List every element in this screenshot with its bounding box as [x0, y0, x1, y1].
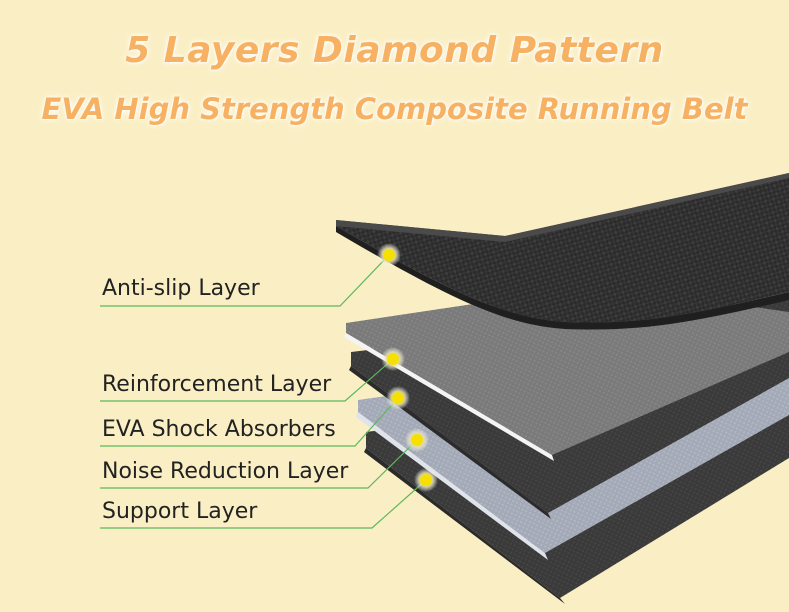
leader-line-noise-reduction — [100, 439, 418, 489]
marker-dot-reinforcement — [381, 347, 405, 371]
marker-dot-noise-reduction — [405, 428, 429, 452]
leader-line-reinforcement — [100, 358, 394, 402]
leader-line-anti-slip — [100, 254, 390, 307]
page-subtitle: EVA High Strength Composite Running Belt — [41, 92, 748, 126]
label-eva-shock-absorbers: EVA Shock Absorbers — [102, 417, 336, 442]
label-anti-slip-layer: Anti-slip Layer — [102, 276, 260, 301]
marker-dot-anti-slip — [377, 243, 401, 267]
label-reinforcement-layer: Reinforcement Layer — [102, 372, 332, 397]
marker-dot-support — [414, 468, 438, 492]
leader-line-eva-shock — [100, 397, 399, 447]
marker-dot-eva-shock — [386, 386, 410, 410]
label-support-layer: Support Layer — [102, 499, 258, 524]
label-noise-reduction-layer: Noise Reduction Layer — [102, 459, 349, 484]
anti-slip-layer-sheet — [336, 173, 789, 330]
page-title: 5 Layers Diamond Pattern — [125, 30, 664, 71]
leader-line-support — [100, 479, 427, 529]
